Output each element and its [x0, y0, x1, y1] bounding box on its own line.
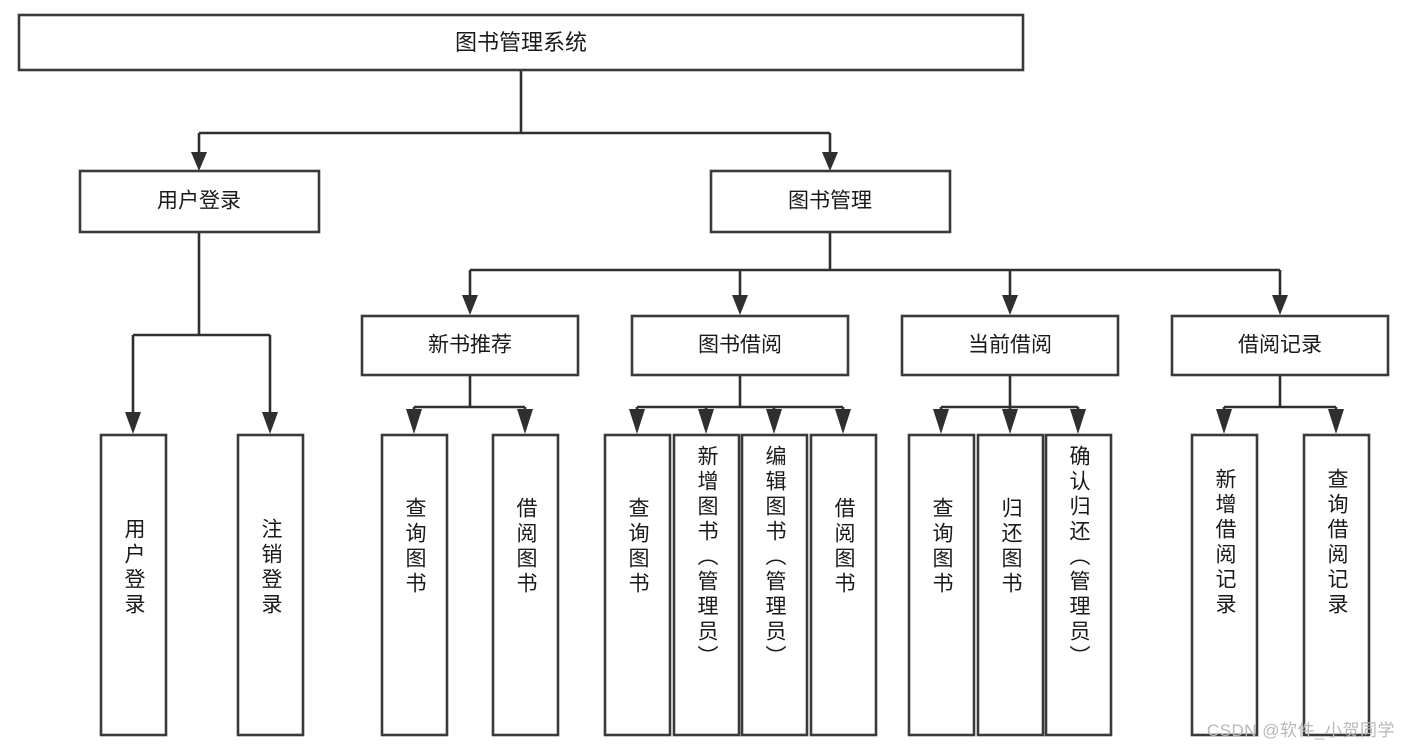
node-user-login-box[interactable]	[78, 169, 321, 234]
arrow-to-leaf-query-record	[1328, 409, 1344, 434]
arrow-to-book-borrow	[732, 295, 748, 315]
node-current-borrow[interactable]: 当前借阅	[900, 314, 1120, 377]
node-user-login-label: 用户登录	[157, 190, 241, 213]
arrow-to-leaf-confirm-return	[1070, 409, 1086, 434]
leaf-box-add-book[interactable]	[672, 433, 741, 737]
arrow-to-leaf-user-login	[125, 412, 141, 434]
leaf-box-query-book-3[interactable]	[907, 433, 976, 737]
node-book-management-label: 图书管理	[788, 190, 872, 213]
leaf-box-query-book-2[interactable]	[603, 433, 672, 737]
node-borrow-record[interactable]: 借阅记录	[1170, 314, 1390, 377]
node-root-label: 图书管理系统	[455, 30, 587, 55]
node-new-book-recommend[interactable]: 新书推荐	[360, 314, 580, 377]
node-user-login[interactable]: 用户登录	[78, 169, 321, 234]
arrow-to-leaf-borrow-book-2	[835, 409, 851, 434]
node-book-management-box[interactable]	[709, 169, 952, 234]
arrow-to-leaf-query-book-1	[406, 409, 422, 434]
node-new-book-recommend-label: 新书推荐	[428, 334, 512, 357]
leaf-box-query-book-1[interactable]	[380, 433, 449, 737]
connectors-layer	[125, 70, 1344, 434]
node-root-box[interactable]	[17, 13, 1025, 72]
node-new-book-recommend-box[interactable]	[360, 314, 580, 377]
nodes-layer: 图书管理系统 用户登录 图书管理 新书推荐 图书借阅	[17, 13, 1390, 737]
leaf-box-add-record[interactable]	[1190, 433, 1259, 737]
arrow-to-leaf-borrow-book-1	[517, 409, 533, 434]
leaf-box-query-record[interactable]	[1302, 433, 1371, 737]
leaf-box-borrow-book-1[interactable]	[491, 433, 560, 737]
node-borrow-record-box[interactable]	[1170, 314, 1390, 377]
arrow-to-leaf-query-book-2	[629, 409, 645, 434]
leaf-box-logout[interactable]	[236, 433, 305, 737]
node-book-borrow-label: 图书借阅	[698, 334, 782, 357]
leaf-box-borrow-book-2[interactable]	[809, 433, 878, 737]
arrow-to-leaf-edit-book	[766, 409, 782, 434]
node-book-management[interactable]: 图书管理	[709, 169, 952, 234]
arrow-to-borrow-record	[1272, 295, 1288, 315]
node-book-borrow[interactable]: 图书借阅	[630, 314, 850, 377]
arrow-to-leaf-logout	[262, 412, 278, 434]
leaf-box-return-book[interactable]	[976, 433, 1045, 737]
leaf-box-edit-book[interactable]	[740, 433, 809, 737]
node-book-borrow-box[interactable]	[630, 314, 850, 377]
csdn-watermark: CSDN @软件_小贺同学	[1206, 721, 1395, 740]
arrow-to-new-book-rec	[462, 295, 478, 315]
node-current-borrow-box[interactable]	[900, 314, 1120, 377]
node-root[interactable]: 图书管理系统	[17, 13, 1025, 72]
leaf-box-confirm-return[interactable]	[1044, 433, 1113, 737]
arrow-to-book-mgmt	[822, 152, 838, 171]
arrow-to-leaf-return-book	[1002, 409, 1018, 434]
leaf-box-user-login[interactable]	[99, 433, 168, 737]
arrow-to-leaf-add-record	[1216, 409, 1232, 434]
arrow-to-user-login	[191, 152, 207, 171]
arrow-to-leaf-query-book-3	[933, 409, 949, 434]
node-borrow-record-label: 借阅记录	[1238, 334, 1322, 357]
node-current-borrow-label: 当前借阅	[968, 334, 1052, 357]
arrow-to-leaf-add-book	[698, 409, 714, 434]
arrow-to-current-borrow	[1002, 295, 1018, 315]
